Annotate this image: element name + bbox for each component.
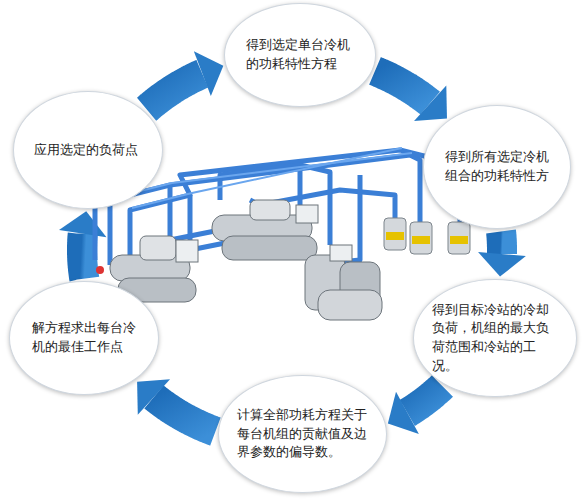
cycle-arrow: [388, 386, 443, 434]
cycle-arrow: [59, 211, 106, 279]
step-text: 得到选定单台冷机的功耗特性方程: [246, 36, 354, 74]
step-text: 计算全部功耗方程关于每台机组的贡献值及边界参数的偏导数。: [237, 406, 367, 462]
step-circle: 得到选定单台冷机的功耗特性方程: [224, 3, 376, 107]
step-text: 解方程求出每台冷机的最佳工作点: [32, 319, 136, 357]
cycle-arrow: [137, 379, 215, 431]
arrow-shaft: [375, 71, 430, 103]
step-text: 得到所有选定冷机组合的功耗特性方: [445, 148, 549, 186]
step-circle: 应用选定的负荷点: [13, 91, 163, 209]
arrow-shaft: [147, 74, 203, 110]
arrow-shaft: [154, 397, 216, 432]
cycle-arrow: [478, 232, 526, 277]
cycle-arrow: [375, 71, 447, 121]
arrow-head: [414, 85, 447, 121]
arrow-head: [59, 211, 106, 237]
arrow-head: [388, 392, 419, 434]
arrow-shaft: [501, 232, 502, 255]
arrow-head: [194, 51, 223, 96]
step-text: 得到目标冷站的冷却负荷，机组的最大负荷范围和冷站的工况。: [432, 301, 558, 376]
arrow-shaft: [407, 386, 442, 413]
step-circle: 得到目标冷站的冷却负荷，机组的最大负荷范围和冷站的工况。: [413, 279, 577, 398]
arrow-head: [478, 252, 526, 277]
step-text: 应用选定的负荷点: [34, 141, 142, 160]
arrow-shaft: [82, 234, 84, 279]
step-circle: 得到所有选定冷机组合的功耗特性方: [423, 105, 571, 229]
arrow-head: [137, 379, 170, 415]
step-circle: 解方程求出每台冷机的最佳工作点: [9, 281, 159, 395]
cycle-arrow: [147, 51, 224, 109]
step-circle: 计算全部功耗方程关于每台机组的贡献值及边界参数的偏导数。: [218, 375, 387, 493]
